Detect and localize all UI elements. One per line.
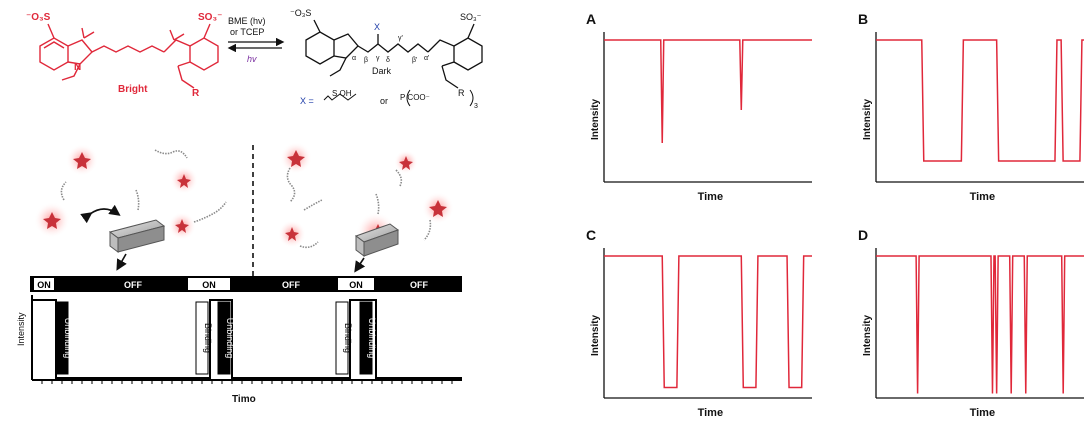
panel-letter: B (858, 11, 868, 27)
bar-label-5: OFF (410, 280, 428, 290)
bar-label-0: ON (37, 280, 51, 290)
panel-y-label: Intensity (590, 98, 601, 140)
alpha-prime-label: α' (424, 55, 429, 62)
event-label-1: Binding (203, 323, 213, 353)
so3-dark-left: ⁻O₃S (290, 8, 311, 18)
gamma-label: γ (376, 55, 380, 62)
event-label-4: Unbinding (367, 318, 377, 359)
x-or: or (380, 96, 388, 106)
thiol-bond (323, 93, 357, 101)
on-off-bar: ON OFF ON OFF ON OFF (30, 276, 462, 292)
panel-x-label: Time (970, 191, 995, 203)
panel-x-label: Time (970, 407, 995, 419)
beta-prime-label: β' (412, 57, 417, 64)
intensity-trace (604, 39, 812, 144)
x-subscript: 3 (474, 103, 478, 110)
paint-x-label: Timo (232, 394, 256, 405)
x-symbol: X (374, 22, 380, 32)
dye-cartoon (34, 142, 454, 276)
gamma-prime-label: γ' (398, 35, 403, 42)
bar-label-3: OFF (282, 280, 300, 290)
intensity-trace (604, 255, 812, 389)
bright-cyanine-structure (39, 23, 219, 89)
panel-x-label: Time (698, 407, 723, 419)
x-thiol-group: S OH (332, 89, 352, 98)
panel-y-label: Intensity (590, 314, 601, 356)
on-segment (338, 278, 374, 290)
dark-cyanine-structure (305, 19, 483, 89)
n-plus-label: N (74, 62, 81, 73)
panel-y-label: Intensity (862, 314, 873, 356)
reagent-line-1: BME (hv) (228, 16, 266, 26)
event-label-2: Unbinding (225, 318, 235, 359)
alpha-label: α (352, 55, 356, 62)
event-label-0: Unbinding (63, 318, 73, 359)
so3-right-label: SO₃⁻ (198, 12, 222, 23)
panel-letter: C (586, 227, 596, 243)
event-label-3: Binding (343, 323, 353, 353)
cyanine-reaction-scheme: ⁻O₃S SO₃⁻ N R Bright BME (hv) or TCEP hv… (26, 8, 483, 110)
reagent-line-2: or TCEP (230, 27, 264, 37)
event-box (335, 301, 349, 375)
event-box (55, 301, 69, 375)
event-box (217, 301, 231, 375)
phosphine-bracket (406, 89, 474, 107)
x-phosphine-group: P COO⁻ (400, 93, 430, 102)
x-definition-prefix: X = (300, 96, 314, 106)
panel-x-label: Time (698, 191, 723, 203)
paint-y-label: Intensity (16, 312, 26, 346)
so3-left-label: ⁻O₃S (26, 12, 51, 23)
dark-label: Dark (372, 66, 392, 76)
event-box (195, 301, 209, 375)
delta-label: δ (386, 57, 390, 64)
beta-label: β (364, 57, 368, 64)
panel-letter: D (858, 227, 868, 243)
bar-label-4: ON (349, 280, 363, 290)
on-segment (34, 278, 54, 290)
panel-y-label: Intensity (862, 98, 873, 140)
so3-dark-right: SO₃⁻ (460, 12, 482, 22)
bar-label-1: OFF (124, 280, 142, 290)
on-segment (188, 278, 230, 290)
bright-label: Bright (118, 84, 148, 95)
event-box (359, 301, 373, 375)
paint-intensity-trace: Intensity Timo Unbinding Binding Unbinding… (16, 295, 462, 405)
intensity-trace (876, 39, 1084, 162)
bar-label-2: ON (202, 280, 216, 290)
paint-step-trace (32, 299, 462, 379)
reverse-light-label: hv (247, 54, 257, 64)
panel-letter: A (586, 11, 596, 27)
intensity-trace (876, 255, 1084, 394)
bright-r-label: R (192, 88, 200, 99)
dark-r-label: R (458, 88, 465, 98)
